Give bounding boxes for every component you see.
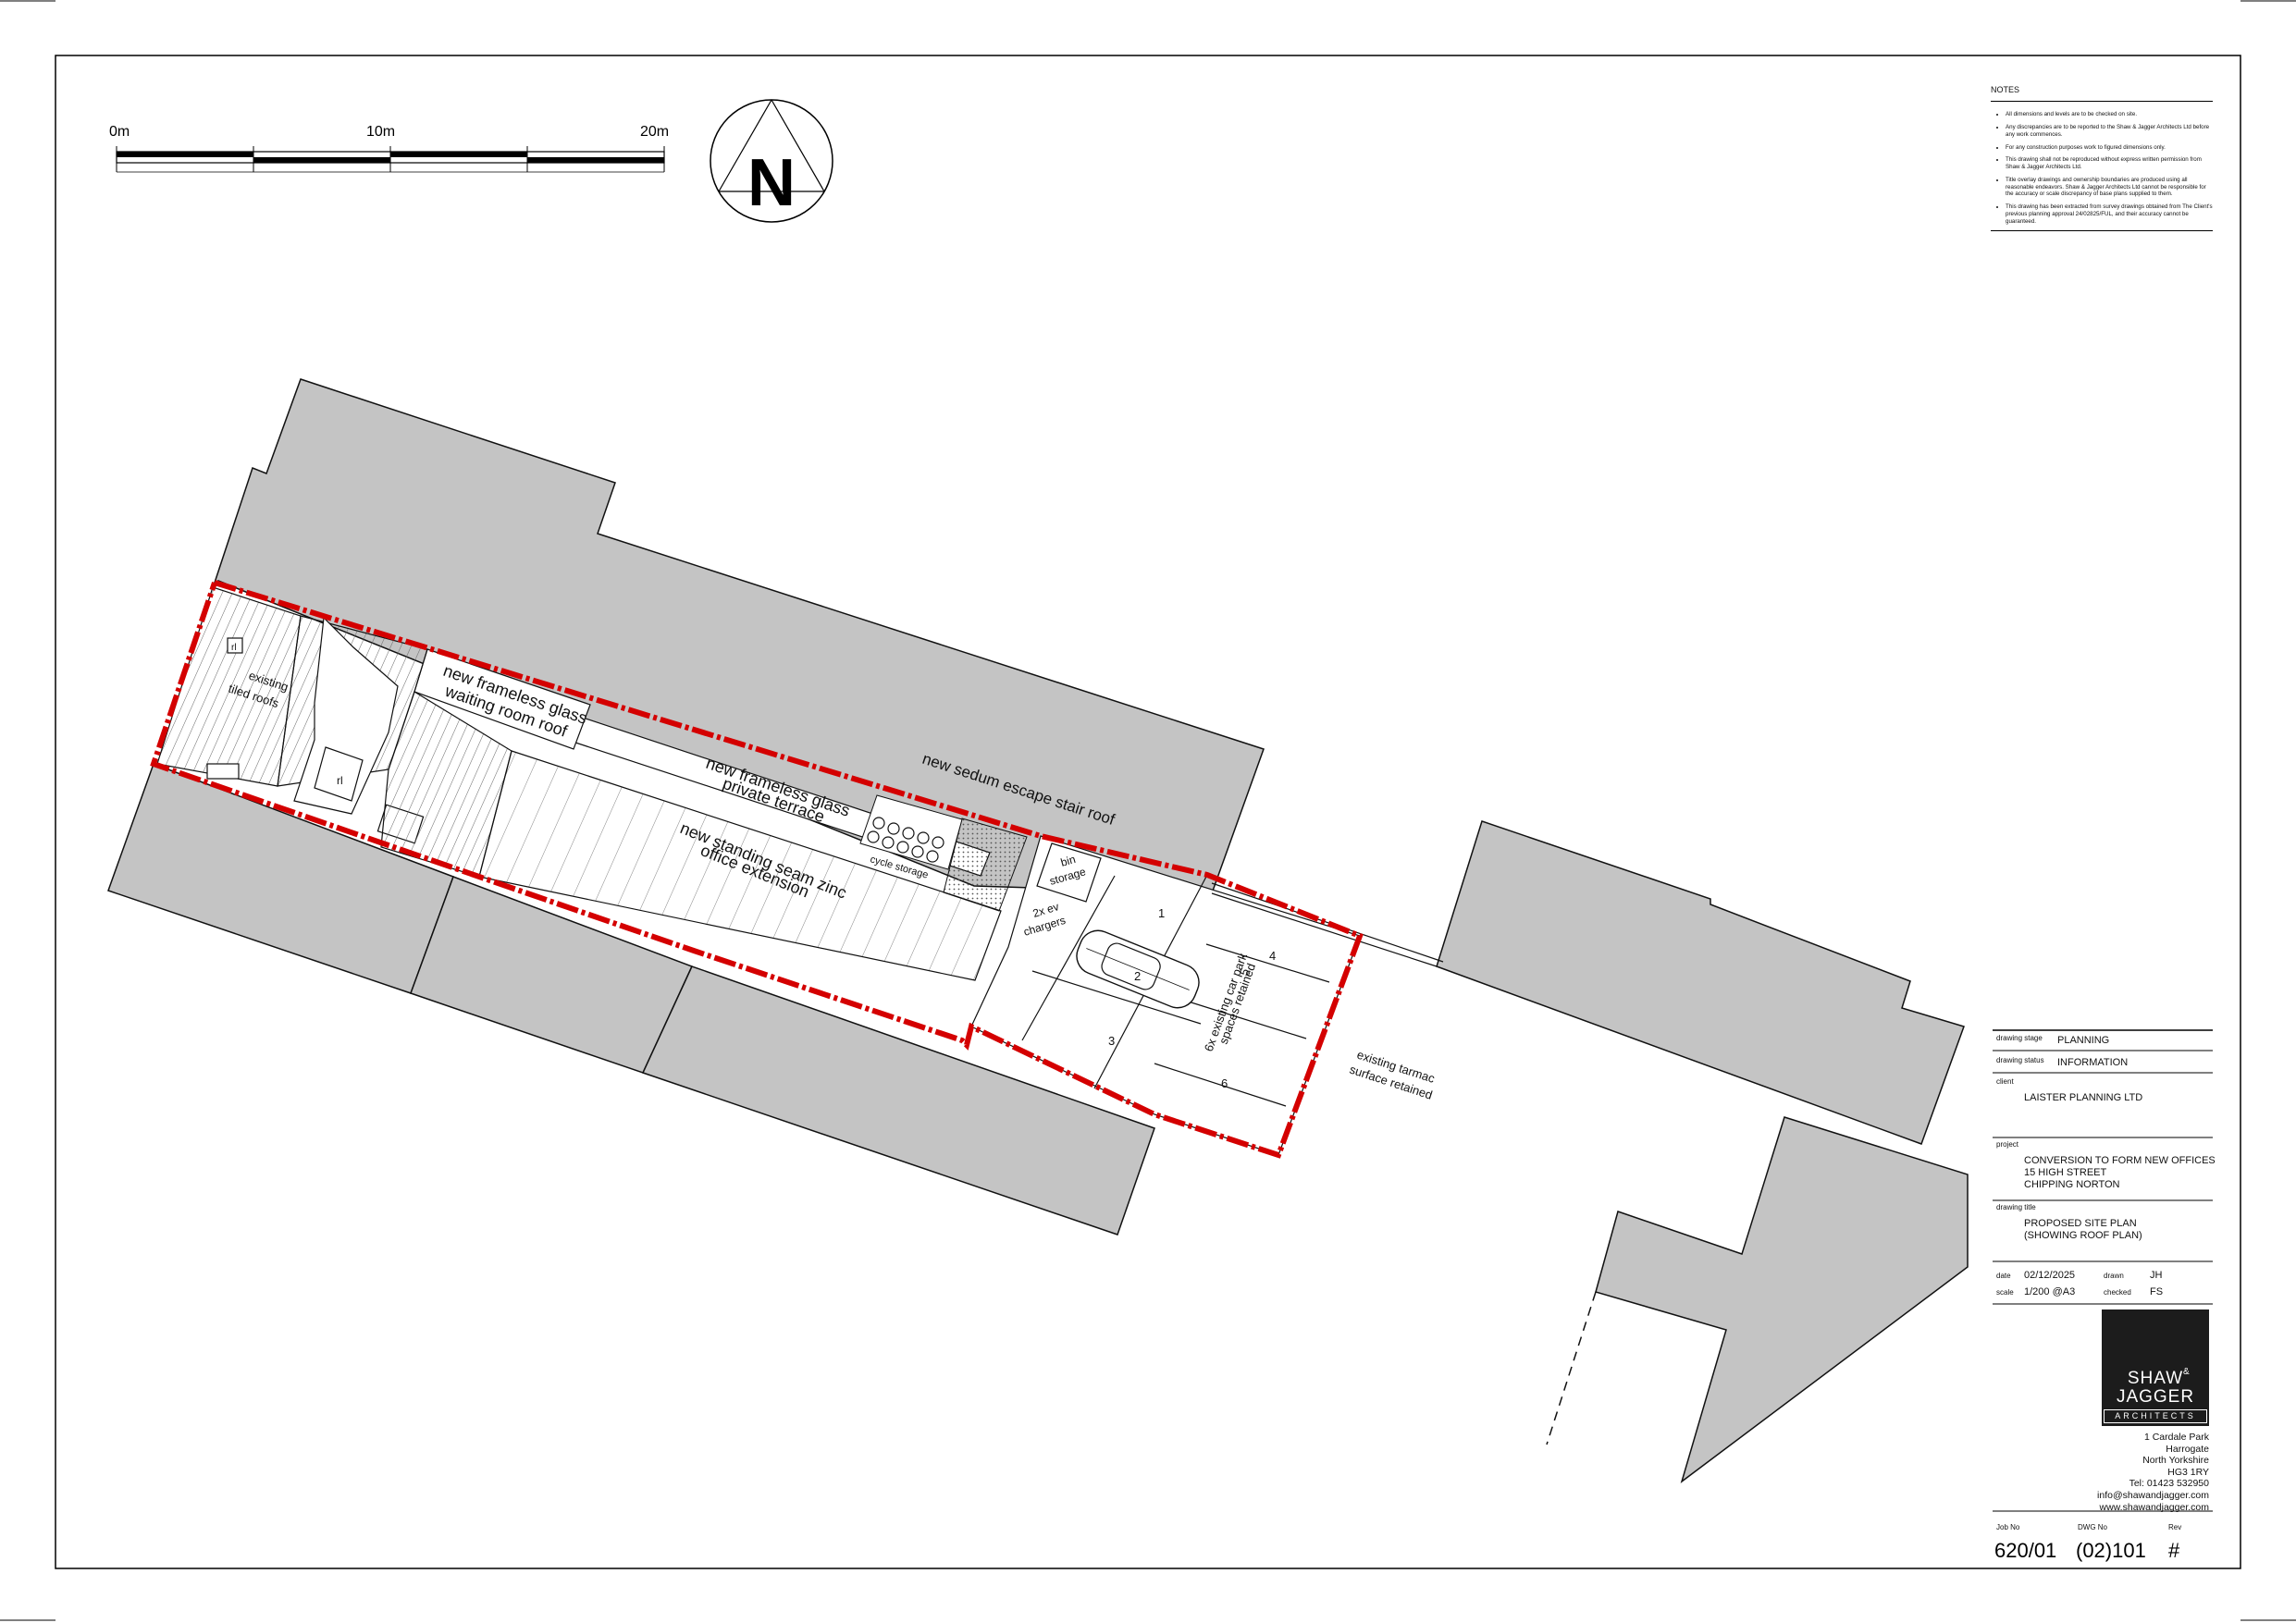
company-logo: SHAW & JAGGER ARCHITECTS (2102, 1309, 2209, 1426)
address-line: www.shawandjagger.com (2099, 1501, 2209, 1513)
building-east (1436, 820, 1965, 1145)
tb-jobno-value: 620/01 (1994, 1539, 2056, 1562)
label-rl-2: rl (337, 774, 343, 787)
note-item: This drawing shall not be reproduced wit… (2006, 156, 2213, 171)
address-line: 1 Cardale Park (2143, 1432, 2209, 1443)
notes-block: NOTES All dimensions and levels are to b… (1991, 85, 2213, 232)
bin-storage-box (1036, 842, 1102, 903)
label-rl-1: rl (231, 643, 237, 653)
address-line: North Yorkshire (2142, 1455, 2209, 1467)
tb-jobno-label: Job No (1996, 1523, 2020, 1531)
tb-status-value: INFORMATION (2057, 1057, 2128, 1068)
cycle-icons (867, 817, 944, 863)
bay-number-6: 6 (1221, 1076, 1228, 1090)
tb-checked-label: checked (2104, 1288, 2131, 1297)
logo-line-2: JAGGER (2116, 1387, 2195, 1407)
scale-bar: 0m 10m 20m (109, 124, 669, 173)
sheet-border (55, 55, 2241, 1569)
address-line: Tel: 01423 532950 (2129, 1478, 2209, 1490)
logo-line-3: ARCHITECTS (2104, 1409, 2207, 1423)
notes-heading: NOTES (1991, 85, 2020, 94)
tb-stage-value: PLANNING (2057, 1035, 2109, 1046)
bay-number-3: 3 (1108, 1034, 1115, 1048)
tb-project-line-2: 15 HIGH STREET (2024, 1167, 2107, 1178)
tb-title-label: drawing title (1996, 1203, 2036, 1211)
tb-date-label: date (1996, 1272, 2011, 1280)
tb-client-value: LAISTER PLANNING LTD (2024, 1092, 2142, 1103)
scale-label-0: 0m (109, 124, 130, 140)
roof-light-small (227, 637, 243, 654)
tb-checked-value: FS (2150, 1286, 2163, 1297)
hatched-stair-block (380, 691, 512, 878)
existing-buildings (107, 378, 1969, 1483)
bay-number-4: 4 (1269, 949, 1276, 963)
address-line: info@shawandjagger.com (2097, 1489, 2209, 1501)
building-far-southeast (1595, 1116, 1969, 1483)
bay-number-2: 2 (1134, 969, 1141, 983)
logo-ampersand: & (2183, 1367, 2190, 1377)
bay-number-1: 1 (1158, 906, 1165, 920)
cycle-storage-area (859, 794, 963, 870)
tb-project-label: project (1996, 1140, 2019, 1149)
address-line: HG3 1RY (2167, 1466, 2209, 1478)
tb-client-label: client (1996, 1077, 2014, 1086)
tb-status-label: drawing status (1996, 1056, 2044, 1064)
site-boundary (150, 580, 1364, 1159)
car-icon (1076, 929, 1200, 1009)
roof-light-box (314, 746, 364, 802)
bay-number-5: 5 (1237, 966, 1253, 977)
logo-line-1: SHAW (2127, 1369, 2184, 1388)
note-item: Any discrepancies are to be reported to … (2006, 124, 2213, 139)
existing-pitched-roof (293, 616, 399, 815)
north-letter: N (747, 146, 796, 220)
tb-title-line-2: (SHOWING ROOF PLAN) (2024, 1230, 2142, 1241)
scale-label-20: 20m (640, 124, 669, 140)
tb-project-line-1: CONVERSION TO FORM NEW OFFICES (2024, 1155, 2216, 1166)
tb-project-line-3: CHIPPING NORTON (2024, 1179, 2120, 1190)
tb-rev-value: # (2168, 1539, 2180, 1562)
north-arrow-icon: N (710, 99, 833, 223)
tb-rev-label: Rev (2168, 1523, 2181, 1531)
note-item: This drawing has been extracted from sur… (2006, 203, 2213, 225)
note-item: All dimensions and levels are to be chec… (2006, 111, 2213, 118)
title-block (1993, 1029, 2213, 1512)
building-south (641, 965, 1155, 1236)
tb-scale-value: 1/200 @A3 (2024, 1286, 2075, 1297)
tb-drawn-value: JH (2150, 1270, 2163, 1281)
tb-drawn-label: drawn (2104, 1272, 2124, 1280)
tb-dwgno-label: DWG No (2078, 1523, 2108, 1531)
tb-dwgno-value: (02)101 (2076, 1539, 2146, 1562)
vent-box (206, 763, 240, 780)
label-bin-storage-1: bin (1059, 853, 1077, 869)
address-line: Harrogate (2166, 1443, 2209, 1455)
scale-label-10: 10m (366, 124, 395, 140)
tb-scale-label: scale (1996, 1288, 2014, 1297)
tb-title-line-1: PROPOSED SITE PLAN (2024, 1218, 2137, 1229)
note-item: Title overlay drawings and ownership bou… (2006, 177, 2213, 198)
tb-date-value: 02/12/2025 (2024, 1270, 2075, 1281)
company-address: 1 Cardale Park Harrogate North Yorkshire… (2035, 1432, 2209, 1513)
tb-stage-label: drawing stage (1996, 1034, 2043, 1042)
note-item: For any construction purposes work to fi… (2006, 144, 2213, 152)
sedum-roof-area (943, 818, 1028, 912)
